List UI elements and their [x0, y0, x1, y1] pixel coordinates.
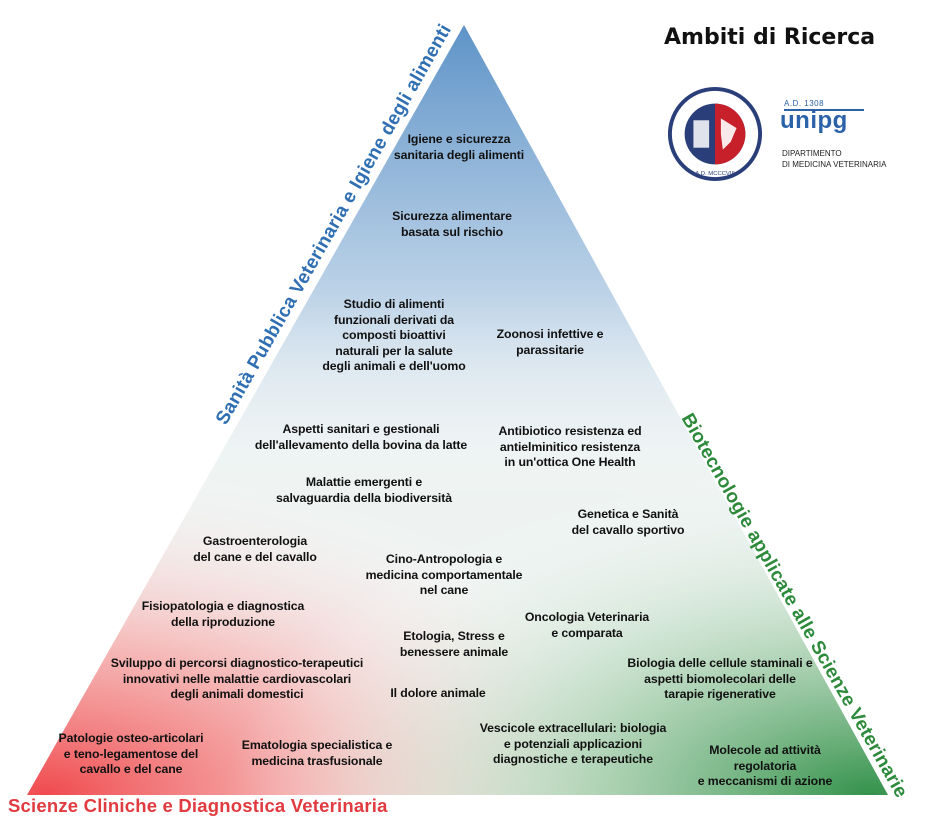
topic-antibiotico-resistenza: Antibiotico resistenza ed antielminitico…	[498, 424, 642, 470]
logo-name: unipg	[780, 107, 848, 134]
topic-cavallo-sportivo: Genetica e Sanità del cavallo sportivo	[571, 507, 685, 537]
topic-bovina-latte: Aspetti sanitari e gestionali dell'allev…	[254, 422, 468, 452]
topic-igiene-sicurezza: Igiene e sicurezza sanitaria degli alime…	[393, 132, 525, 162]
topic-vescicole: Vescicole extracellulari: biologia e pot…	[479, 721, 667, 767]
topic-ematologia: Ematologia specialistica e medicina tras…	[241, 738, 393, 768]
topic-gastroenterologia: Gastroenterologia del cane e del cavallo	[193, 534, 317, 564]
topic-cino-antropologia: Cino-Antropologia e medicina comportamen…	[365, 552, 523, 598]
topic-cardiovascolari: Sviluppo di percorsi diagnostico-terapeu…	[110, 656, 364, 702]
page-title: Ambiti di Ricerca	[664, 25, 876, 50]
topic-malattie-emergenti: Malattie emergenti e salvaguardia della …	[276, 475, 452, 505]
topic-osteo-articolari: Patologie osteo-articolari e teno-legame…	[58, 731, 204, 777]
topic-dolore-animale: Il dolore animale	[390, 686, 486, 700]
topic-zoonosi: Zoonosi infettive e parassitarie	[496, 327, 604, 357]
topic-cellule-staminali: Biologia delle cellule staminali e aspet…	[627, 656, 813, 702]
side-label-bottom: Scienze Cliniche e Diagnostica Veterinar…	[8, 795, 388, 816]
topic-molecole-regolatoria: Molecole ad attività regolatoria e mecca…	[697, 743, 833, 789]
topic-riproduzione: Fisiopatologia e diagnostica della ripro…	[141, 599, 305, 629]
university-seal-icon: A.D. MCCCVIII	[667, 86, 763, 182]
topic-sicurezza-alimentare: Sicurezza alimentare basata sul rischio	[392, 209, 512, 239]
svg-text:A.D. MCCCVIII: A.D. MCCCVIII	[695, 171, 735, 177]
topic-oncologia: Oncologia Veterinaria e comparata	[524, 610, 650, 640]
topic-etologia: Etologia, Stress e benessere animale	[399, 629, 509, 659]
logo-department: DIPARTIMENTO DI MEDICINA VETERINARIA	[782, 149, 887, 169]
logo-line	[784, 109, 864, 111]
topic-alimenti-funzionali: Studio di alimenti funzionali derivati d…	[322, 297, 466, 374]
logo-year: A.D. 1308	[784, 99, 825, 108]
